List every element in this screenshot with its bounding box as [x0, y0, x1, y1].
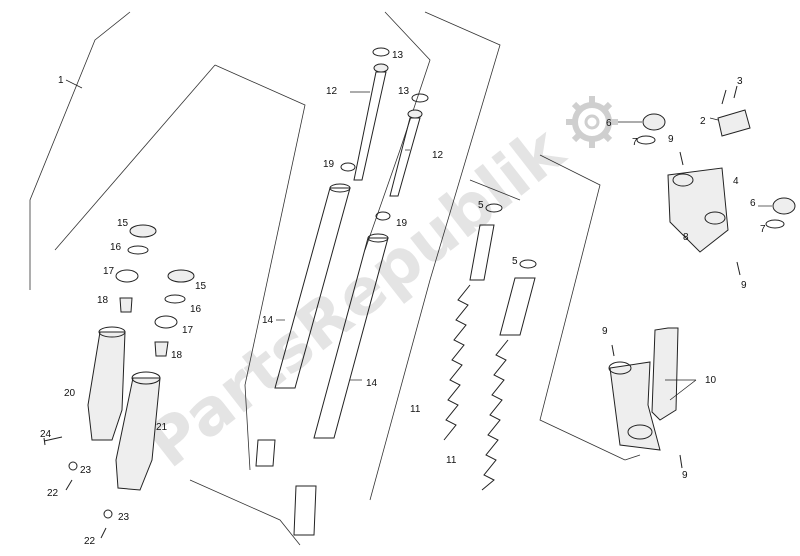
- washer-23b: [103, 509, 113, 519]
- tube-14b: [313, 237, 389, 439]
- gear-icon: [566, 96, 618, 148]
- spring-11b: [481, 339, 509, 491]
- oil-seal-15a: [129, 224, 157, 238]
- callout-7a: 7: [632, 137, 638, 148]
- callout-20: 20: [64, 388, 76, 399]
- screw-9b: [736, 261, 741, 276]
- callout-11b: 11: [446, 455, 457, 466]
- callout-9c: 9: [602, 326, 608, 337]
- screw-9a: [679, 151, 684, 166]
- callout-24: 24: [40, 429, 52, 440]
- handlebar-clamp-2: [717, 109, 751, 137]
- steering-stem-10: [651, 327, 679, 421]
- ring-16b: [164, 294, 186, 304]
- callout-17a: 17: [103, 266, 115, 277]
- callout-7b: 7: [760, 224, 766, 235]
- callout-1: 1: [58, 75, 64, 86]
- screw-9c: [611, 344, 615, 357]
- callout-14b: 14: [366, 378, 378, 389]
- screw-3: [721, 85, 738, 105]
- callout-14a: 14: [262, 315, 274, 326]
- callout-17b: 17: [182, 325, 194, 336]
- callout-22a: 22: [47, 488, 59, 499]
- dust-seal-17b: [154, 315, 178, 329]
- callout-8: 8: [683, 232, 689, 243]
- callout-13a: 13: [392, 50, 404, 61]
- callout-16a: 16: [110, 242, 122, 253]
- cap-6a: [642, 113, 666, 131]
- spacer-5a: [469, 224, 495, 281]
- callout-19b: 19: [396, 218, 408, 229]
- callout-21: 21: [156, 422, 168, 433]
- callout-10: 10: [705, 375, 717, 386]
- lower-bush-a: [255, 439, 276, 467]
- ring-13b: [411, 93, 429, 103]
- slider-20: [87, 331, 126, 441]
- ring-7a: [636, 135, 656, 145]
- callout-6a: 6: [606, 118, 612, 129]
- callout-9a: 9: [668, 134, 674, 145]
- callout-15a: 15: [117, 218, 129, 229]
- callout-9d: 9: [682, 470, 688, 481]
- spacer-5b: [499, 277, 536, 336]
- callout-labels: 1 2 3 4 5 5 6 6 7 7 8 9 9 9 9 10 11 11 1…: [40, 50, 766, 547]
- tube-14a: [274, 187, 351, 389]
- oil-seal-15b: [167, 269, 195, 283]
- clamps: [608, 85, 796, 469]
- top-clamp-8: [667, 167, 729, 253]
- damper-rod-12b: [389, 117, 421, 197]
- callout-18a: 18: [97, 295, 109, 306]
- inner-tubes: [255, 47, 429, 536]
- lower-yoke-10: [609, 361, 661, 451]
- callout-11a: 11: [410, 404, 421, 415]
- ring-19b: [375, 211, 391, 221]
- callout-18b: 18: [171, 350, 183, 361]
- callout-12a: 12: [326, 86, 338, 97]
- callout-23a: 23: [80, 465, 92, 476]
- callout-13b: 13: [398, 86, 410, 97]
- callout-4: 4: [733, 176, 739, 187]
- callout-9b: 9: [741, 280, 747, 291]
- leader-lines: [65, 79, 772, 401]
- callout-5b: 5: [512, 256, 518, 267]
- ring-19a: [340, 162, 356, 172]
- screw-22a: [65, 479, 73, 491]
- screw-22b: [100, 527, 107, 539]
- assembly-frames: [29, 11, 641, 546]
- lower-bush-b: [293, 485, 317, 536]
- washer-23a: [68, 461, 78, 471]
- cap-6b: [772, 197, 796, 215]
- callout-2: 2: [700, 116, 706, 127]
- damper-rod-12a: [353, 71, 387, 181]
- left-fork-parts: [43, 224, 195, 539]
- callout-19a: 19: [323, 159, 335, 170]
- callout-22b: 22: [84, 536, 96, 547]
- watermark: PartsRepublik: [134, 96, 618, 483]
- callout-5a: 5: [478, 200, 484, 211]
- callout-6b: 6: [750, 198, 756, 209]
- springs: [443, 203, 537, 491]
- screw-24: [43, 436, 63, 446]
- ring-7b: [765, 219, 785, 229]
- bush-18b: [154, 341, 169, 357]
- ring-13a: [372, 47, 390, 57]
- ring-16a: [127, 245, 149, 255]
- spring-11a: [443, 284, 471, 441]
- callout-3: 3: [737, 76, 743, 87]
- callout-15b: 15: [195, 281, 207, 292]
- dust-seal-17a: [115, 269, 139, 283]
- bush-18a: [119, 297, 133, 313]
- callout-16b: 16: [190, 304, 202, 315]
- screw-9d: [679, 454, 683, 469]
- callout-23b: 23: [118, 512, 130, 523]
- callout-12b: 12: [432, 150, 444, 161]
